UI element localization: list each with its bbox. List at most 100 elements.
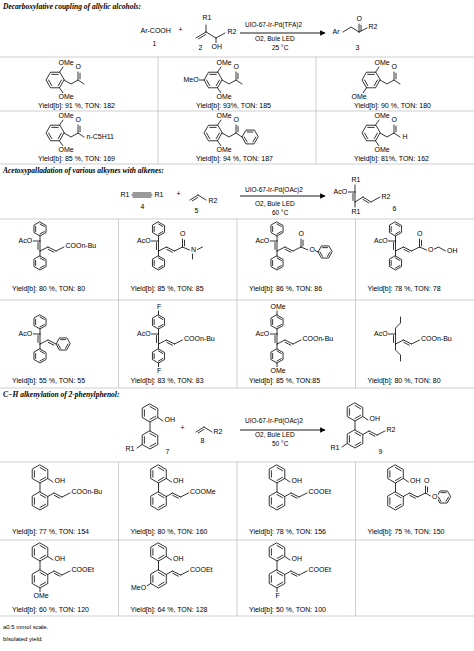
atom-label: O	[432, 493, 438, 500]
yield-cell: Yield[b]: 80 %, TON: 160	[131, 528, 208, 535]
bond	[184, 240, 185, 246]
atom-label: MeO	[131, 584, 147, 591]
bond	[285, 249, 291, 252]
bond	[355, 433, 361, 436]
bond	[412, 247, 420, 251]
bond	[277, 251, 278, 256]
bond	[144, 437, 145, 443]
benzene-ring	[151, 570, 167, 588]
atom-label: n-C5H11	[86, 133, 115, 140]
bond	[167, 247, 175, 251]
bond	[159, 573, 165, 576]
benzene-ring	[347, 430, 363, 448]
bond	[355, 406, 361, 409]
bond	[377, 431, 385, 435]
bond	[355, 197, 363, 202]
bond	[159, 317, 163, 320]
atom-label: MeO	[183, 76, 199, 83]
table-rule	[118, 219, 119, 388]
bond	[216, 80, 219, 86]
bond	[391, 226, 392, 231]
bond	[291, 495, 297, 498]
bond	[35, 319, 36, 324]
footnote: bIsolated yield.	[3, 636, 43, 642]
benzene-ring	[347, 403, 363, 421]
bond	[167, 340, 175, 344]
bond	[359, 28, 367, 32]
benzene-ring	[242, 130, 258, 144]
bond	[60, 67, 64, 72]
bond	[363, 197, 371, 202]
bond	[293, 247, 301, 251]
bond	[396, 258, 400, 261]
bond	[355, 202, 356, 207]
bond	[158, 483, 159, 492]
bond	[40, 344, 41, 349]
atom-label: +	[180, 424, 185, 431]
bond	[152, 241, 159, 242]
bond	[173, 495, 179, 498]
bond	[156, 243, 157, 250]
benzene-ring	[152, 315, 164, 329]
bond	[40, 334, 41, 344]
atom-label: O	[233, 63, 239, 70]
bond	[52, 74, 58, 75]
atom-label: O	[391, 63, 397, 70]
bond	[285, 479, 290, 483]
bond	[150, 422, 151, 431]
bond	[48, 557, 53, 561]
bond	[389, 334, 396, 335]
table-rule	[118, 462, 119, 616]
bond	[389, 498, 390, 504]
bond	[40, 224, 44, 227]
yield-cell: Yield[b]: 94 %, TON: 187	[196, 155, 273, 162]
bond	[277, 483, 278, 492]
bond	[396, 247, 404, 251]
bond	[277, 232, 281, 235]
yield-cell: Yield[b]: 78 %, TON: 156	[249, 528, 326, 535]
bond	[419, 239, 420, 247]
bond	[396, 340, 404, 344]
table-grid	[0, 57, 474, 616]
bond	[270, 241, 277, 242]
bond	[277, 555, 283, 558]
atom-label: AcO	[255, 330, 270, 337]
table-rule	[158, 57, 159, 164]
atom-label: H	[402, 133, 408, 140]
bond	[152, 334, 159, 335]
bond	[285, 340, 293, 344]
bond	[198, 429, 204, 433]
atom-label: O	[75, 63, 81, 70]
benzene-ring	[46, 125, 64, 141]
atom-label: AcO	[137, 330, 152, 337]
bond	[420, 247, 427, 250]
bond	[159, 340, 167, 344]
bond	[277, 546, 283, 549]
bond	[374, 133, 377, 139]
bond	[236, 72, 237, 80]
bond	[196, 32, 206, 38]
bond	[277, 359, 281, 362]
bond	[277, 236, 278, 241]
benzene-ring	[389, 222, 401, 236]
bond	[158, 329, 159, 334]
bond	[66, 344, 69, 348]
atom-label: OMe	[216, 146, 232, 153]
bond	[394, 72, 395, 80]
bond	[389, 471, 390, 477]
bond	[34, 576, 35, 582]
atom-label: OMe	[216, 112, 232, 119]
benzene-ring	[437, 491, 451, 503]
bond	[173, 571, 181, 575]
bond	[396, 266, 400, 269]
bond	[412, 340, 420, 344]
bond	[40, 251, 41, 256]
bond	[132, 195, 152, 196]
atom-label: AcO	[374, 330, 389, 337]
bond	[159, 351, 163, 354]
atom-label: O	[180, 230, 186, 237]
bond	[40, 555, 46, 558]
reaction-condition: UIO-67-Ir-Pd(TFA)2	[245, 22, 302, 29]
atom-label: +	[176, 190, 181, 197]
table-rule	[0, 57, 474, 58]
